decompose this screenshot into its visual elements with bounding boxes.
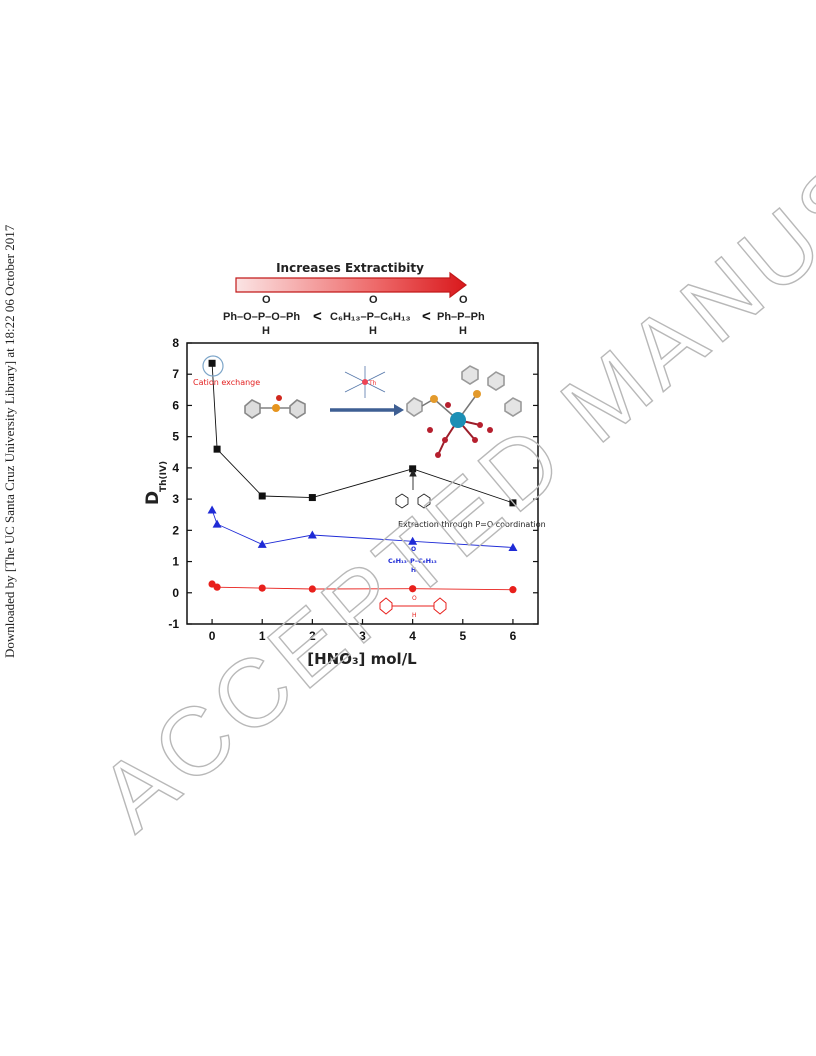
axes: 0 1 2 3 4 5 6 -1 0 1 2 3 4 5 6 7 8 (168, 336, 538, 643)
po-coordination-label: Extraction through P=O coordination (398, 520, 546, 529)
y-axis-title-sub: Th(IV) (159, 461, 169, 492)
blue-molecule-o: O (411, 546, 416, 553)
data-point-series-1 (308, 494, 316, 502)
data-point-series-3 (308, 585, 316, 593)
red-molecule-o: O (412, 595, 417, 602)
data-point-series-1 (213, 445, 221, 453)
data-point-series-2 (212, 519, 222, 528)
molecule-dpp-sketch (379, 597, 447, 615)
data-point-series-3 (509, 586, 517, 594)
ligand-dppo-h: H (459, 325, 467, 337)
less-than-2: < (422, 308, 431, 325)
y-tick-label: 3 (172, 492, 179, 506)
data-point-series-2 (257, 539, 267, 548)
ligand-dppo-formula: Ph–P–Ph (437, 311, 485, 323)
data-point-series-3 (258, 584, 266, 592)
less-than-1: < (313, 308, 322, 325)
highlight-circle (202, 355, 224, 377)
ligand-dppo-o: O (459, 294, 468, 306)
y-tick-label: 4 (172, 461, 179, 475)
molecule-model-right (406, 365, 522, 458)
data-point-series-2 (207, 505, 217, 514)
reaction-arrow (330, 404, 404, 416)
cation-exchange-label: Cation exchange (193, 378, 260, 387)
series-line-1 (211, 363, 514, 504)
y-tick-label: 7 (172, 367, 179, 381)
ligand-dpp-h: H (262, 325, 270, 337)
ligand-dhpo-h: H (369, 325, 377, 337)
y-tick-label: -1 (168, 617, 179, 631)
x-axis-title: [HNO₃] mol/L (307, 650, 417, 668)
ligand-dpp-formula: Ph–O–P–O–Ph (223, 311, 300, 323)
x-tick-label: 3 (359, 629, 366, 643)
x-tick-label: 1 (259, 629, 266, 643)
data-point-series-2 (408, 536, 418, 545)
banner-label: Increases Extractibity (276, 261, 424, 275)
extractability-arrow (235, 271, 467, 299)
blue-molecule-h: H (411, 567, 416, 574)
ligand-dpp-o: O (262, 294, 271, 306)
red-molecule-h: H (412, 612, 417, 619)
data-point-series-1 (509, 499, 517, 507)
data-point-series-3 (409, 585, 417, 593)
data-point-series-1 (258, 492, 266, 500)
data-point-series-1 (409, 465, 417, 473)
y-tick-label: 6 (172, 398, 179, 412)
x-tick-label: 0 (209, 629, 216, 643)
x-tick-label: 4 (409, 629, 416, 643)
y-tick-label: 5 (172, 430, 179, 444)
ligand-dhpo-formula: C₆H₁₃–P–C₆H₁₃ (330, 311, 411, 323)
data-point-series-3 (213, 583, 221, 591)
data-point-series-2 (508, 543, 518, 552)
y-tick-label: 2 (172, 523, 179, 537)
th-label: Th (368, 380, 377, 387)
molecule-dppo-sketch (395, 468, 431, 509)
y-axis-title: D (143, 491, 163, 505)
data-point-series-1 (208, 359, 216, 367)
ligand-ranking: Ph–O–P–O–Ph O H < C₆H₁₃–P–C₆H₁₃ O H < Ph… (223, 294, 485, 337)
y-tick-label: 8 (172, 336, 179, 350)
ligand-dhpo-o: O (369, 294, 378, 306)
watermark: ACCEPTED MANUSCRIPT (80, 0, 816, 851)
y-tick-label: 0 (172, 586, 179, 600)
th-complex-model (344, 366, 386, 398)
x-tick-label: 5 (459, 629, 466, 643)
blue-molecule-formula: C₆H₁₃–P–C₆H₁₃ (388, 557, 437, 565)
series-layer (207, 359, 518, 594)
data-point-series-2 (307, 530, 317, 539)
molecule-model-left (244, 395, 306, 419)
x-tick-label: 6 (510, 629, 517, 643)
y-tick-label: 1 (172, 555, 179, 569)
x-tick-label: 2 (309, 629, 316, 643)
